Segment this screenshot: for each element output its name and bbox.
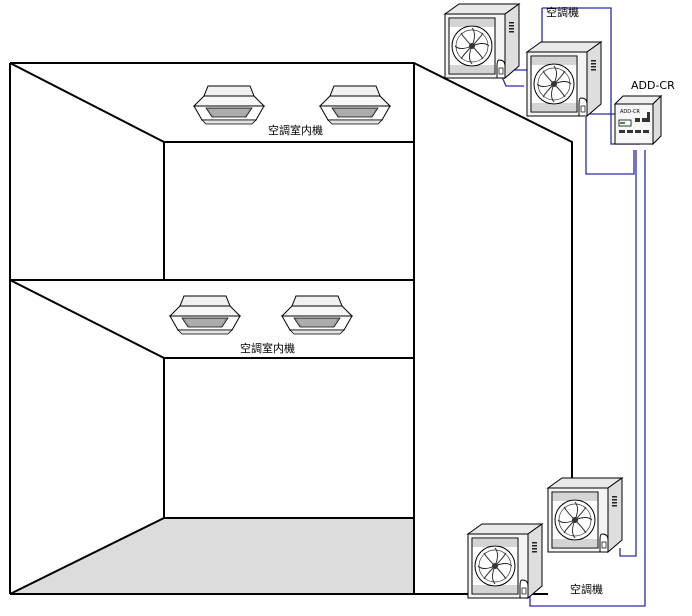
indoor-units-lower-label: 空調室内機 (240, 342, 295, 355)
indoor-unit-lower-2 (281, 295, 353, 335)
outdoor-ac-unit-bottom-1 (547, 477, 623, 553)
floor-area (10, 518, 414, 594)
controller-brand-mark: ADD-CR (620, 109, 640, 115)
indoor-unit-lower-1 (169, 295, 241, 335)
outdoor-unit-top-label: 空調機 (546, 6, 579, 19)
outdoor-ac-unit-bottom-2 (467, 523, 543, 599)
indoor-unit-upper-2 (319, 85, 391, 125)
indoor-units-upper-label: 空調室内機 (268, 124, 323, 137)
outdoor-unit-bottom-label: 空調機 (570, 583, 603, 596)
outdoor-ac-unit-top-2 (526, 41, 602, 117)
building-room (9, 62, 573, 595)
indoor-unit-upper-1 (193, 85, 265, 125)
room-outer-wall (10, 62, 573, 484)
controller-box-icon: ADD-CR (614, 95, 662, 145)
controller-label: ADD-CR (631, 79, 675, 92)
outdoor-ac-unit-top-1 (444, 3, 520, 79)
